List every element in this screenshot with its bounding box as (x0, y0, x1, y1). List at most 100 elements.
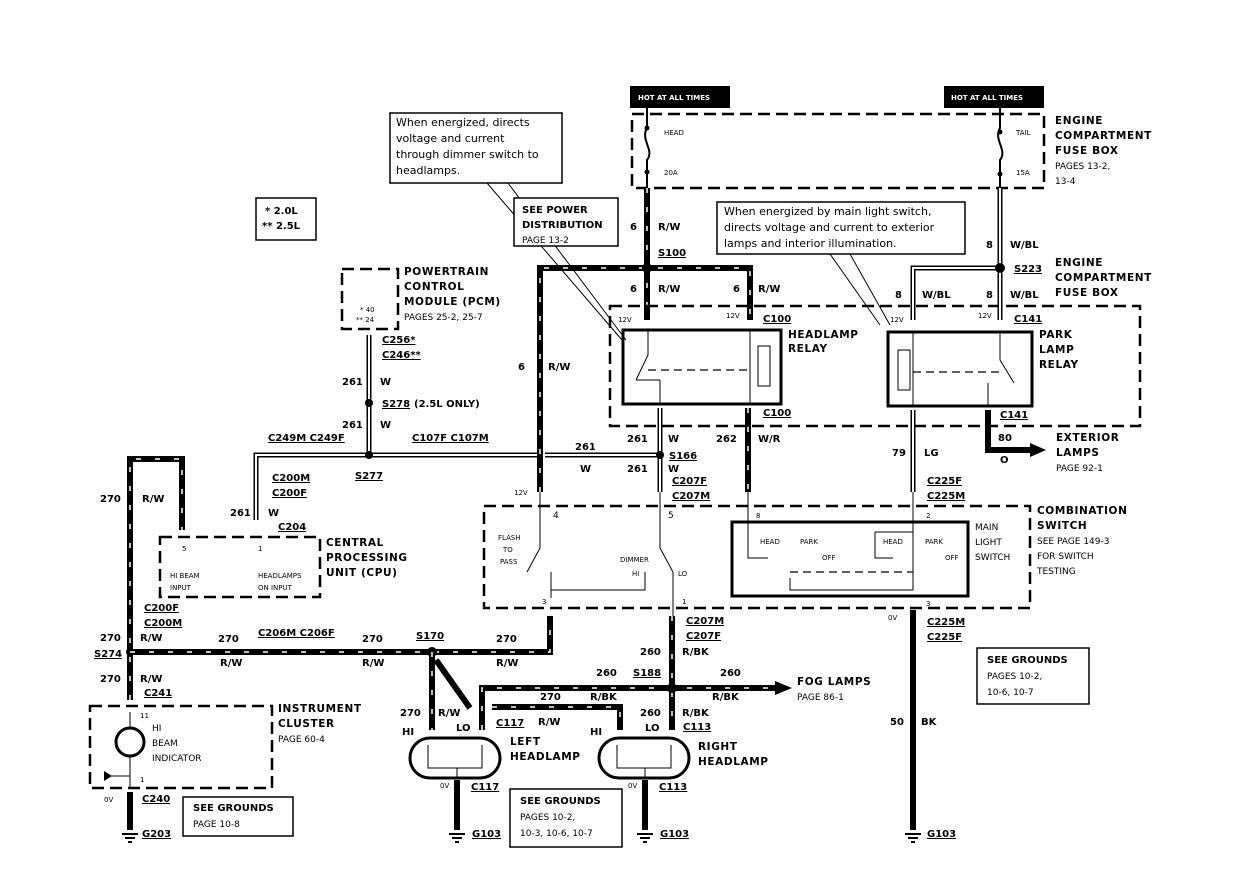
wire-color: R/W (496, 658, 518, 669)
cpu-input-label: HEADLAMPS (258, 572, 302, 580)
connector-label: C207M (686, 616, 724, 627)
ground-icon (905, 833, 921, 843)
wire-270-horizontal (130, 616, 553, 655)
hot-label-left-bg (630, 86, 730, 108)
relay-contacts (635, 330, 751, 404)
switch-label: PASS (500, 558, 518, 566)
voltage-label: 0V (888, 614, 897, 622)
connector-label: C225F (927, 476, 962, 487)
note-line: When energized, directs (396, 116, 530, 129)
wire-color: BK (921, 717, 938, 728)
circuit-number: 79 (892, 448, 906, 459)
ground-label: G103 (472, 829, 501, 840)
connector-label: C107F C107M (412, 433, 489, 444)
pin-number: 1 (258, 545, 262, 553)
cpu-input-label: INPUT (170, 584, 192, 592)
connector-label: C117 (471, 782, 499, 793)
wire-color: R/W (140, 633, 162, 644)
wire-261-horizontal (255, 454, 538, 520)
see-power-page: PAGE 13-2 (522, 236, 569, 246)
connector-label: S170 (416, 631, 444, 642)
see-grounds-pages: PAGES 10-2, (987, 672, 1042, 682)
connector-label: C113 (683, 722, 711, 733)
combo-switch-page: SEE PAGE 149-3 (1037, 537, 1109, 547)
circuit-number: 6 (630, 222, 637, 233)
hot-label-right-bg (944, 86, 1044, 108)
splice-s166 (656, 451, 664, 459)
exterior-lamps-page: PAGE 92-1 (1056, 464, 1103, 474)
pcm-outline (340, 267, 400, 331)
wire-color: R/BK (682, 647, 710, 658)
see-grounds-pages-2: 10-3, 10-6, 10-7 (520, 829, 593, 839)
voltage-label: 12V (514, 489, 528, 497)
main-light-switch-title-3: SWITCH (975, 553, 1010, 563)
arrow-icon (1030, 443, 1046, 457)
see-grounds-box (976, 647, 1090, 705)
splice-s223 (995, 263, 1005, 273)
switch-label: DIMMER (620, 556, 649, 564)
pin-number: 8 (756, 512, 760, 520)
hi-beam-indicator-icon (114, 726, 146, 758)
indicator-label: BEAM (152, 739, 178, 749)
connector-label: C256* (382, 335, 416, 346)
connector-label: S277 (355, 471, 383, 482)
connector-label: S278 (382, 399, 410, 410)
cpu-input-label: ON INPUT (258, 584, 293, 592)
left-headlamp (408, 736, 502, 780)
ground-icon (122, 833, 138, 843)
connector-label: C249M C249F (268, 433, 345, 444)
relay-title: PARK (1039, 329, 1073, 341)
switch-label: FLASH (498, 534, 521, 542)
combo-switch-title-2: SWITCH (1037, 520, 1087, 532)
wire-color: W (580, 464, 591, 475)
connector-label: C141 (1000, 410, 1028, 421)
see-grounds-pages-2: 10-6, 10-7 (987, 688, 1034, 698)
splice-s278 (365, 399, 373, 407)
circuit-number: 270 (540, 692, 561, 703)
arrow-icon (775, 681, 792, 695)
note-line: voltage and current (396, 132, 505, 145)
pin-number: 1 (140, 776, 144, 784)
left-headlamp-title-2: HEADLAMP (510, 751, 581, 763)
wire-8-wbl (912, 188, 1001, 320)
fuse-box-title-2: COMPARTMENT (1055, 130, 1152, 142)
wire-color: R/W (758, 284, 780, 295)
see-grounds-title: SEE GROUNDS (520, 796, 601, 807)
exterior-lamps-title: EXTERIOR (1056, 432, 1119, 444)
hot-label-right: HOT AT ALL TIMES (951, 94, 1023, 102)
right-headlamp (597, 736, 691, 780)
circuit-number: 261 (627, 464, 648, 475)
fuse-box-label-2: COMPARTMENT (1055, 272, 1152, 284)
cpu-title-3: UNIT (CPU) (326, 567, 398, 579)
wire-color: R/BK (712, 692, 740, 703)
switch-label: LO (678, 570, 688, 578)
circuit-number: 6 (733, 284, 740, 295)
wire-color: R/BK (682, 708, 710, 719)
fuse-box-outline (630, 112, 1046, 190)
switch-label: HEAD (760, 538, 780, 546)
connector-label: S188 (633, 668, 661, 679)
park-relay-note (716, 201, 966, 255)
switch-label: HI (632, 570, 639, 578)
instrument-cluster-title: INSTRUMENT (278, 703, 362, 715)
connector-label: C246** (382, 350, 421, 361)
circuit-number: 270 (100, 633, 121, 644)
fog-lamps-title: FOG LAMPS (797, 676, 871, 688)
combo-switch-page-2: FOR SWITCH (1037, 552, 1094, 562)
splice-note: (2.5L ONLY) (414, 399, 480, 410)
wire-color: W (380, 420, 391, 431)
connector-label: C207M (672, 491, 710, 502)
voltage-label: 12V (726, 312, 740, 320)
pin-number: 1 (682, 598, 686, 606)
connector-label: S274 (94, 649, 122, 660)
pin-number: 3 (542, 598, 546, 606)
relay-area-outline (608, 304, 1142, 428)
wire-color: R/BK (590, 692, 618, 703)
wire-color: O (1000, 455, 1009, 466)
see-grounds-box (182, 796, 294, 837)
main-light-switch-title: MAIN (975, 523, 998, 533)
see-grounds-box (509, 788, 623, 848)
connector-label: C240 (142, 794, 170, 805)
circuit-number: 260 (640, 708, 661, 719)
flash-dimmer-switch (526, 492, 674, 620)
